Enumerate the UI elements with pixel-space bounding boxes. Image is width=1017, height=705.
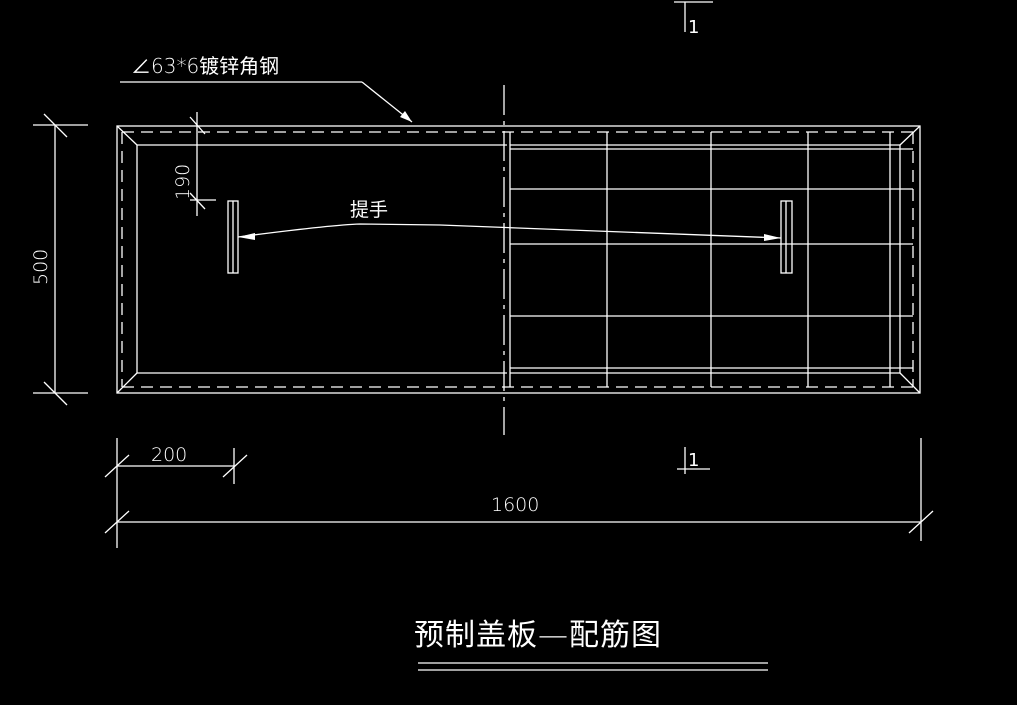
rebar-grid bbox=[509, 132, 913, 387]
section-mark-bottom-label: 1 bbox=[688, 450, 699, 471]
dimension-190: 190 bbox=[172, 112, 216, 216]
dimension-500: 500 bbox=[30, 113, 88, 406]
dimension-190-label: 190 bbox=[172, 164, 194, 200]
leader-arrowhead bbox=[400, 111, 412, 122]
section-mark-top: 1 bbox=[674, 1, 713, 38]
dimension-200-label: 200 bbox=[151, 444, 187, 466]
drawing-title-block: 预制盖板—配筋图 bbox=[414, 618, 768, 671]
angle-steel-leader: ∠63*6镀锌角钢 bbox=[120, 54, 413, 123]
slab-outline bbox=[116, 125, 921, 394]
dimension-1600: 1600 bbox=[104, 438, 934, 541]
handle-left bbox=[227, 200, 239, 274]
handle-arrow-right bbox=[764, 234, 781, 241]
drawing-title: 预制盖板—配筋图 bbox=[414, 618, 662, 653]
handle-label: 提手 bbox=[350, 199, 388, 221]
angle-steel-label: ∠63*6镀锌角钢 bbox=[131, 54, 279, 78]
section-mark-top-label: 1 bbox=[688, 17, 699, 38]
dimension-500-label: 500 bbox=[30, 249, 52, 285]
section-mark-bottom: 1 bbox=[677, 447, 710, 474]
handle-right bbox=[780, 200, 793, 274]
handle-leader: 提手 bbox=[237, 199, 782, 241]
dimension-200: 200 bbox=[104, 438, 248, 548]
dimension-1600-label: 1600 bbox=[491, 494, 539, 516]
handle-arrow-left bbox=[238, 233, 255, 240]
